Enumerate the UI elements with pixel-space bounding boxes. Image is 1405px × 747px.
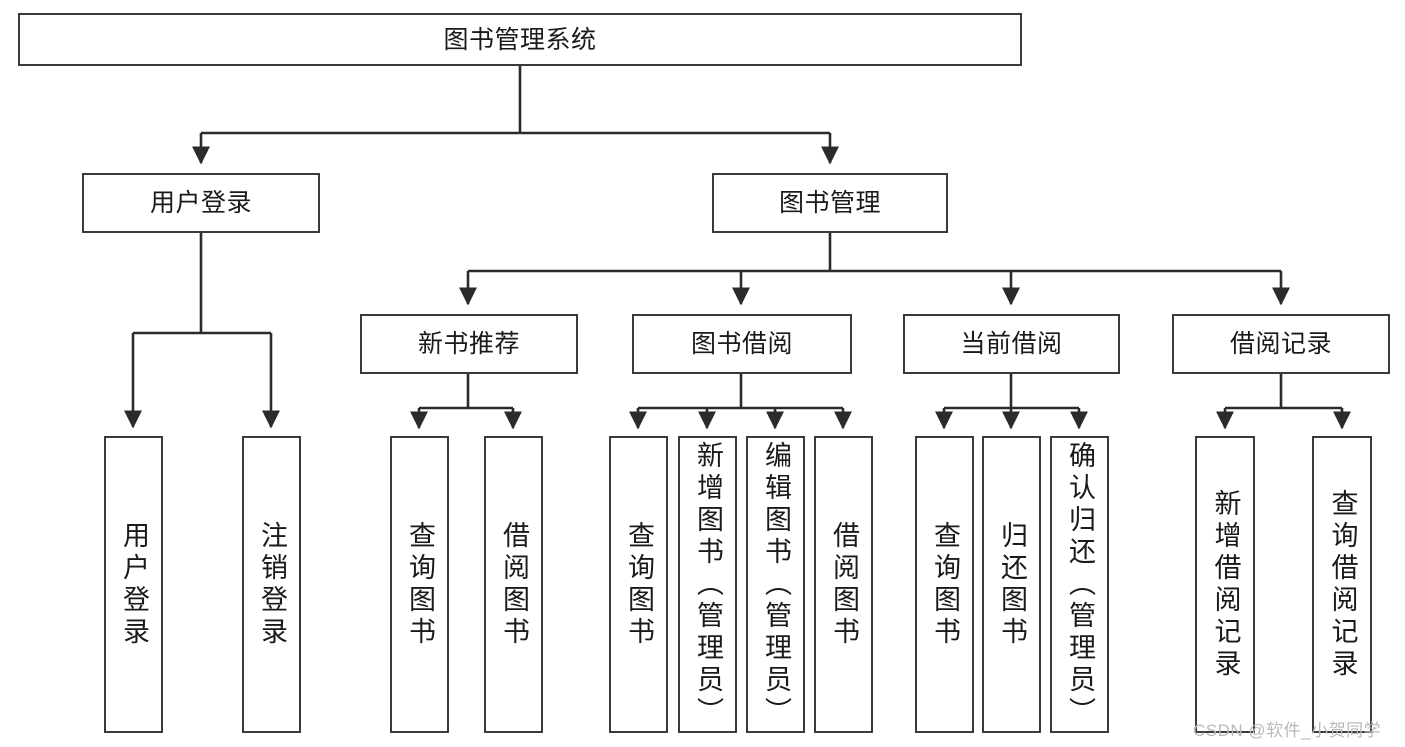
leaf-book-borrow-3-label: 借阅图书 (829, 520, 859, 649)
node-new-book-recommend-label: 新书推荐 (417, 330, 520, 358)
node-book-borrow[interactable]: 图书借阅 (632, 314, 852, 374)
leaf-borrow-record-1[interactable]: 查询借阅记录 (1312, 436, 1372, 733)
watermark: CSDN @软件_小贺同学 (1193, 721, 1382, 740)
node-book-manage[interactable]: 图书管理 (712, 173, 948, 233)
node-borrow-record-label: 借阅记录 (1229, 330, 1332, 358)
node-root-label: 图书管理系统 (443, 25, 597, 54)
leaf-current-borrow-0[interactable]: 查询图书 (915, 436, 974, 733)
leaf-current-borrow-2-label: 确认归还（管理员） (1065, 440, 1095, 729)
leaf-book-borrow-0-label: 查询图书 (624, 520, 654, 649)
leaf-user-login-1-label: 注销登录 (257, 520, 287, 649)
leaf-book-borrow-0[interactable]: 查询图书 (609, 436, 668, 733)
leaf-new-book-1[interactable]: 借阅图书 (484, 436, 543, 733)
leaf-book-borrow-1[interactable]: 新增图书（管理员） (678, 436, 737, 733)
leaf-borrow-record-0[interactable]: 新增借阅记录 (1195, 436, 1255, 733)
node-user-login[interactable]: 用户登录 (82, 173, 320, 233)
leaf-current-borrow-1[interactable]: 归还图书 (982, 436, 1041, 733)
node-borrow-record[interactable]: 借阅记录 (1172, 314, 1390, 374)
node-current-borrow[interactable]: 当前借阅 (903, 314, 1120, 374)
node-user-login-label: 用户登录 (149, 189, 252, 217)
leaf-book-borrow-2-label: 编辑图书（管理员） (761, 440, 791, 729)
leaf-new-book-1-label: 借阅图书 (499, 520, 529, 649)
node-current-borrow-label: 当前借阅 (960, 330, 1063, 358)
leaf-book-borrow-1-label: 新增图书（管理员） (693, 440, 723, 729)
leaf-borrow-record-0-label: 新增借阅记录 (1210, 488, 1241, 681)
leaf-current-borrow-2[interactable]: 确认归还（管理员） (1050, 436, 1109, 733)
leaf-book-borrow-3[interactable]: 借阅图书 (814, 436, 873, 733)
leaf-book-borrow-2[interactable]: 编辑图书（管理员） (746, 436, 805, 733)
node-book-borrow-label: 图书借阅 (690, 330, 793, 358)
leaf-new-book-0-label: 查询图书 (405, 520, 435, 649)
node-book-manage-label: 图书管理 (778, 189, 881, 217)
leaf-current-borrow-0-label: 查询图书 (930, 520, 960, 649)
leaf-user-login-1[interactable]: 注销登录 (242, 436, 301, 733)
leaf-current-borrow-1-label: 归还图书 (997, 520, 1027, 649)
node-new-book-recommend[interactable]: 新书推荐 (360, 314, 578, 374)
node-root[interactable]: 图书管理系统 (18, 13, 1022, 66)
leaf-user-login-0-label: 用户登录 (119, 520, 149, 649)
leaf-borrow-record-1-label: 查询借阅记录 (1327, 488, 1358, 681)
leaf-new-book-0[interactable]: 查询图书 (390, 436, 449, 733)
leaf-user-login-0[interactable]: 用户登录 (104, 436, 163, 733)
